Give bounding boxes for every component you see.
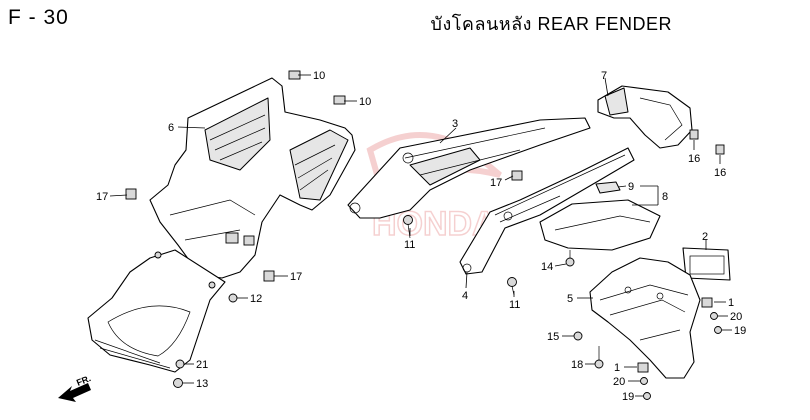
nut-part-17a[interactable] <box>125 188 137 200</box>
callout-19a: 19 <box>734 325 746 337</box>
collar-part-20a[interactable] <box>710 312 718 320</box>
callout-7: 7 <box>601 70 607 82</box>
callout-11a: 11 <box>404 239 415 251</box>
clip-part-10b[interactable] <box>333 95 346 105</box>
grommet-part-1a[interactable] <box>701 297 713 308</box>
inner-fender-part-6[interactable] <box>149 77 356 279</box>
leader-lines <box>109 74 732 397</box>
grommet-part-1b[interactable] <box>637 362 649 373</box>
callout-12: 12 <box>250 293 262 305</box>
callout-9: 9 <box>628 181 634 193</box>
callout-20a: 20 <box>730 311 742 323</box>
pad-part-9[interactable] <box>595 181 621 194</box>
fr-label: FR. <box>75 373 92 388</box>
bolt-part-14[interactable] <box>565 250 575 267</box>
screw-part-15[interactable] <box>573 331 583 341</box>
seat-rail-part-3[interactable] <box>347 117 591 219</box>
seat-cowl-part-7[interactable] <box>597 85 693 149</box>
front-direction-arrow: FR. <box>58 373 92 402</box>
callout-16a: 16 <box>688 153 700 165</box>
nut-part-19a[interactable] <box>714 326 722 334</box>
collar-part-20c[interactable] <box>640 377 648 385</box>
reflector-plate-part-2[interactable] <box>682 247 731 281</box>
bolt-part-18[interactable] <box>594 346 604 369</box>
page-title: บังโคลนหลัง REAR FENDER <box>430 14 672 34</box>
callout-1a: 1 <box>728 297 734 309</box>
callout-17b: 17 <box>290 271 302 283</box>
callout-14: 14 <box>541 261 553 273</box>
page-code: F - 30 <box>8 6 69 29</box>
nut-part-17b[interactable] <box>263 270 275 282</box>
nut-part-13[interactable] <box>173 378 183 388</box>
callout-5: 5 <box>567 293 573 305</box>
nut-part-16b[interactable] <box>715 144 725 155</box>
callout-numbers: 10 10 6 17 17 12 21 13 3 17 11 4 11 7 16… <box>96 70 746 403</box>
callout-15: 15 <box>547 331 559 343</box>
bolt-part-11a[interactable] <box>403 215 413 239</box>
bolt-part-11b[interactable] <box>507 277 517 296</box>
callout-11b: 11 <box>509 299 520 311</box>
callout-19b: 19 <box>622 391 634 403</box>
screw-part-12[interactable] <box>228 293 238 303</box>
callout-10a: 10 <box>313 70 325 82</box>
washer-part-21[interactable] <box>175 359 185 369</box>
callout-8: 8 <box>662 191 668 203</box>
callout-17c: 17 <box>490 177 502 189</box>
seat-rail-part-4[interactable] <box>459 147 635 275</box>
inner-cover-part-8[interactable] <box>539 199 661 251</box>
callout-17a: 17 <box>96 191 108 203</box>
callout-16b: 16 <box>714 167 726 179</box>
callout-3: 3 <box>452 118 458 130</box>
callout-1b: 1 <box>614 362 620 374</box>
callout-13: 13 <box>196 378 208 390</box>
license-bracket-part-5[interactable] <box>589 257 701 379</box>
callout-2: 2 <box>702 231 708 243</box>
nut-part-19b[interactable] <box>643 392 651 400</box>
nut-part-17c[interactable] <box>511 170 523 181</box>
callout-20b: 20 <box>613 376 625 388</box>
callout-6: 6 <box>168 122 174 134</box>
callout-4: 4 <box>462 290 468 302</box>
callout-18: 18 <box>571 359 583 371</box>
nut-part-16a[interactable] <box>689 129 699 140</box>
callout-21: 21 <box>196 359 208 371</box>
rear-fender-lower[interactable] <box>87 249 226 373</box>
callout-10b: 10 <box>359 96 371 108</box>
